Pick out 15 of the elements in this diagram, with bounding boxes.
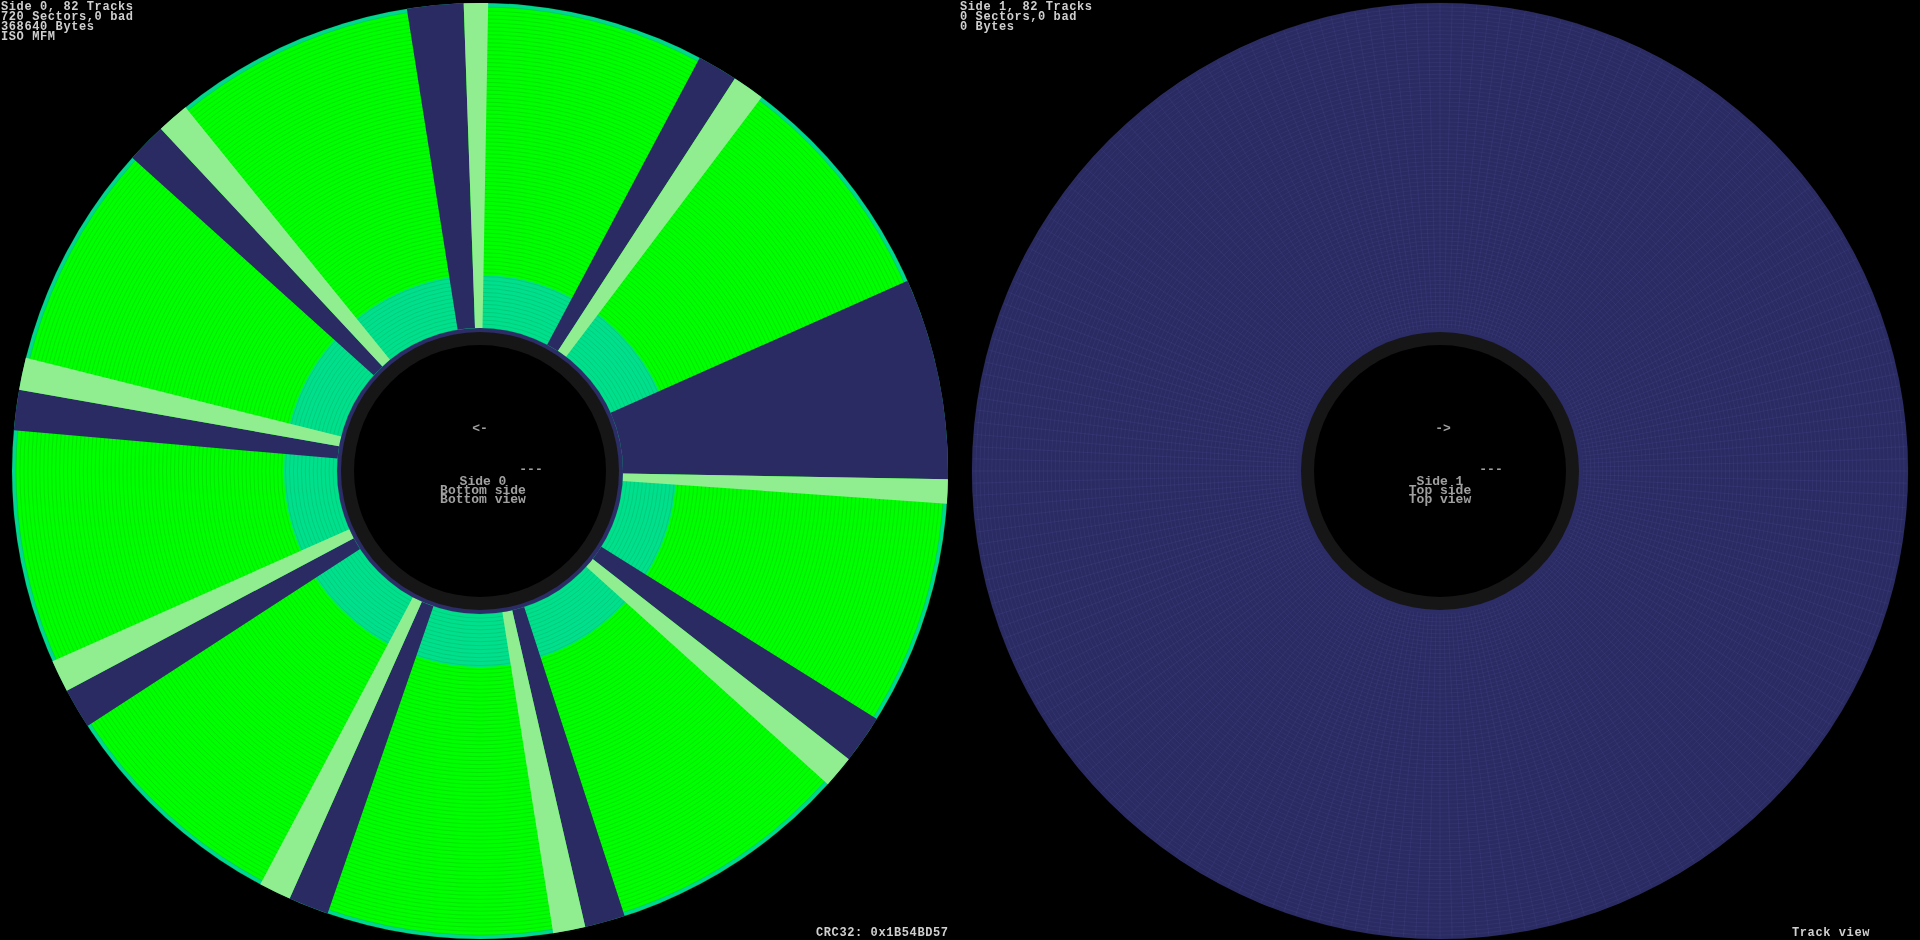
disk-info-text: ISO MFM [1, 32, 56, 42]
disk-info-text: 720 Sectors,0 bad [1, 12, 134, 22]
disk-info-text: Side 0, 82 Tracks [1, 2, 134, 12]
side-label: Side 0 Bottom side Bottom view [439, 477, 527, 504]
rotation-arrow-text: -> [1435, 424, 1451, 434]
disk-info-text: 368640 Bytes [1, 22, 95, 32]
disk-info-text: Side 1, 82 Tracks [960, 2, 1093, 12]
side-label: Side 1 Top side Top view [1407, 477, 1473, 504]
index-mark-text: --- [1479, 465, 1503, 475]
view-mode-text: Track view [1792, 928, 1870, 938]
disk-info-text: 0 Sectors,0 bad [960, 12, 1078, 22]
index-mark-text: --- [519, 465, 543, 475]
checksum-text: CRC32: 0x1B54BD57 [816, 928, 949, 938]
rotation-arrow-text: <- [472, 424, 488, 434]
disk-info-text: 0 Bytes [960, 22, 1015, 32]
